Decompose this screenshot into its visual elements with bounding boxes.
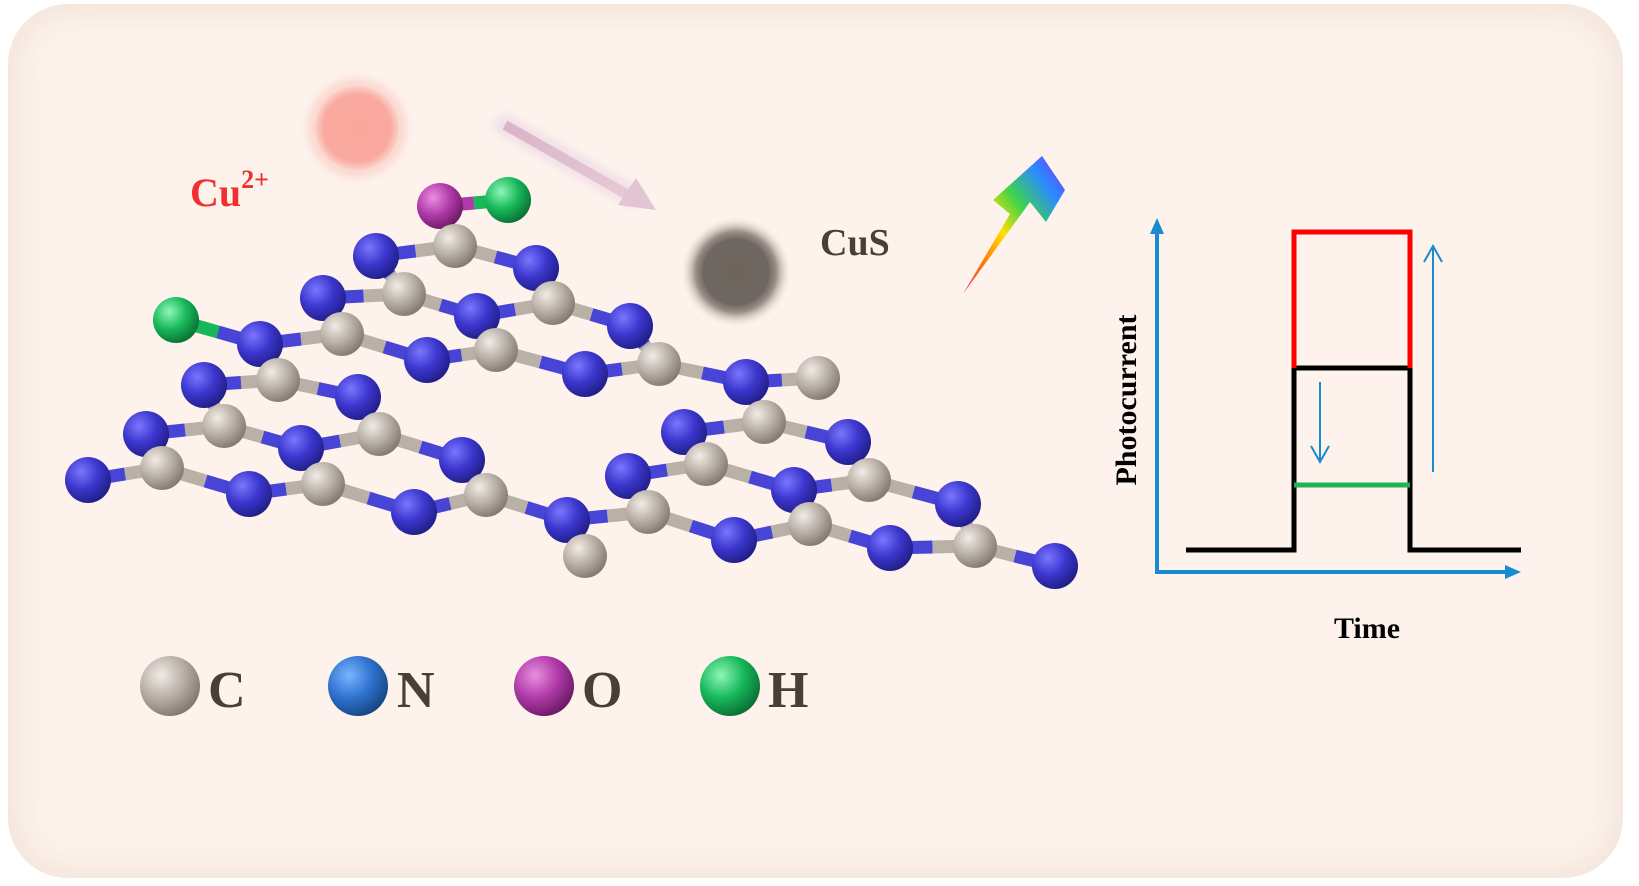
nitrogen-atom <box>935 481 981 527</box>
carbon-atom <box>637 342 681 386</box>
svg-text:O: O <box>582 662 622 719</box>
carbon-atom <box>301 462 345 506</box>
carbon-atom <box>684 442 728 486</box>
nitrogen-atom <box>123 411 169 457</box>
carbon-atom <box>742 400 786 444</box>
nitrogen-atom <box>661 409 707 455</box>
carbon-atom <box>474 328 518 372</box>
legend-item-nitrogen: N <box>328 656 435 719</box>
carbon-atom <box>626 490 670 534</box>
nitrogen-atom <box>825 419 871 465</box>
carbon-atom <box>433 224 477 268</box>
cus-label: CuS <box>820 222 890 264</box>
arrow-right-down-icon <box>494 114 656 210</box>
carbon-atom <box>140 446 184 490</box>
nitrogen-atom <box>237 321 283 367</box>
legend-item-hydrogen: H <box>700 656 808 719</box>
photocurrent-plot: Photocurrent Time <box>1110 218 1521 645</box>
nitrogen-atom <box>544 497 590 543</box>
carbon-atom <box>256 358 300 402</box>
nitrogen-atom <box>300 275 346 321</box>
nitrogen-atom <box>605 453 651 499</box>
carbon-atom <box>847 458 891 502</box>
carbon-atom <box>563 534 607 578</box>
arrow-down-icon <box>1310 382 1330 465</box>
legend-item-carbon: C <box>140 656 246 719</box>
lattice-atoms <box>65 177 1078 589</box>
high-curve <box>1291 229 1413 368</box>
cu-ion-sphere <box>315 86 399 170</box>
baseline-curve <box>1186 365 1521 553</box>
nitrogen-atom <box>513 245 559 291</box>
x-axis-arrowhead <box>1505 565 1521 579</box>
nitrogen-atom <box>1032 543 1078 589</box>
y-axis-arrowhead <box>1150 218 1164 234</box>
carbon-atom <box>953 524 997 568</box>
svg-text:C: C <box>208 662 246 719</box>
carbon-atom <box>788 502 832 546</box>
cus-particle <box>680 216 792 328</box>
hydrogen-atom <box>485 177 531 223</box>
element-legend: C N O H <box>140 656 808 719</box>
legend-item-oxygen: O <box>514 656 622 719</box>
svg-text:H: H <box>768 662 808 719</box>
rainbow-lightning-icon <box>963 156 1065 294</box>
carbon-atom <box>382 272 426 316</box>
nitrogen-atom <box>335 374 381 420</box>
hydrogen-atom <box>153 297 199 343</box>
carbon-atom <box>202 404 246 448</box>
nitrogen-atom <box>771 467 817 513</box>
nitrogen-atom <box>65 457 111 503</box>
nitrogen-atom <box>711 517 757 563</box>
carbon-atom <box>357 412 401 456</box>
carbon-atom <box>531 281 575 325</box>
y-axis-label: Photocurrent <box>1110 314 1143 485</box>
nitrogen-atom <box>723 359 769 405</box>
nitrogen-atom <box>454 293 500 339</box>
carbon-atom <box>320 312 364 356</box>
nitrogen-atom <box>562 351 608 397</box>
svg-text:N: N <box>397 662 435 719</box>
nitrogen-atom <box>607 303 653 349</box>
carbon-atom <box>796 356 840 400</box>
nitrogen-atom <box>404 337 450 383</box>
x-axis-label: Time <box>1334 612 1400 645</box>
nitrogen-atom <box>353 233 399 279</box>
nitrogen-atom <box>278 425 324 471</box>
nitrogen-atom <box>391 489 437 535</box>
nitrogen-atom <box>226 471 272 517</box>
nitrogen-atom <box>439 437 485 483</box>
cu-ion-label: Cu2+ <box>190 165 269 215</box>
nitrogen-atom <box>181 362 227 408</box>
carbon-atom <box>464 473 508 517</box>
arrow-up-icon <box>1423 243 1443 472</box>
nitrogen-atom <box>867 525 913 571</box>
oxygen-atom <box>417 183 463 229</box>
